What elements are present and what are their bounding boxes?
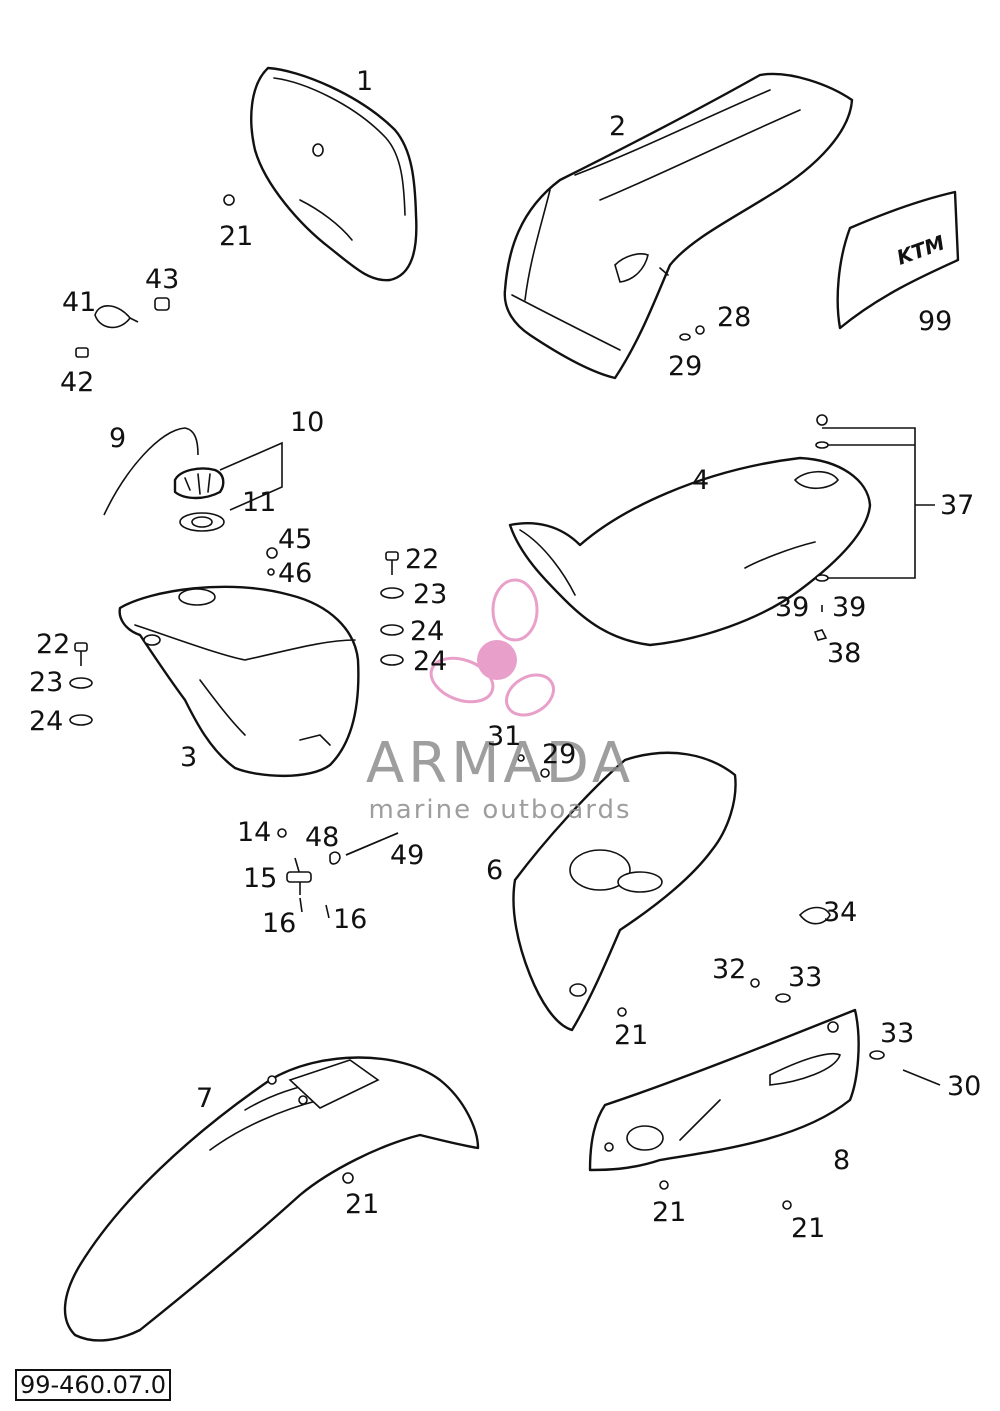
watermark-tagline: marine outboards: [368, 795, 631, 825]
callout-42: 42: [60, 367, 94, 398]
callout-22b: 22: [36, 629, 70, 660]
callout-39a: 39: [775, 592, 809, 623]
watermark: ARMADA marine outboards: [366, 578, 634, 825]
part-2-rear-fender: [503, 72, 854, 380]
callout-43: 43: [145, 264, 179, 295]
callout-3: 3: [180, 742, 197, 773]
callout-24b: 24: [413, 646, 447, 677]
watermark-brand: ARMADA: [366, 731, 634, 796]
part-8-side-number-plate: [588, 325, 941, 1210]
callout-37: 37: [940, 490, 974, 521]
callout-21a: 21: [219, 221, 253, 252]
callout-16b: 16: [333, 904, 367, 935]
callout-7: 7: [196, 1083, 213, 1114]
callout-23a: 23: [413, 579, 447, 610]
part-99-decal: KTM: [836, 190, 960, 330]
part-4-seat: [508, 414, 935, 647]
callout-29a: 29: [668, 351, 702, 382]
callout-21c: 21: [345, 1189, 379, 1220]
callout-31: 31: [487, 721, 521, 752]
callout-34: 34: [823, 897, 857, 928]
callout-99: 99: [918, 306, 952, 337]
callout-46: 46: [278, 558, 312, 589]
callout-29b: 29: [542, 739, 576, 770]
callout-2: 2: [609, 111, 626, 142]
callout-21e: 21: [791, 1213, 825, 1244]
callout-10: 10: [290, 407, 324, 438]
callout-21b: 21: [614, 1020, 648, 1051]
callout-32: 32: [712, 954, 746, 985]
callout-4: 4: [692, 465, 709, 496]
part-10-fuel-cap: [173, 441, 283, 532]
callout-33a: 33: [788, 962, 822, 993]
propeller-logo-icon: [429, 578, 555, 717]
callout-9: 9: [109, 423, 126, 454]
callout-1: 1: [356, 66, 373, 97]
callout-38: 38: [827, 638, 861, 669]
callout-16a: 16: [262, 908, 296, 939]
callout-45: 45: [278, 524, 312, 555]
callout-23b: 23: [29, 667, 63, 698]
part-7-front-fender: [63, 1056, 480, 1342]
diagram-reference-number: 99-460.07.0: [15, 1369, 171, 1401]
hardware-top-left: [75, 194, 235, 358]
callouts: 1 2 3 4 6 7 8 9 10 11 14 15 16 16 21 21 …: [29, 66, 981, 1244]
callout-11: 11: [242, 487, 276, 518]
fuel-tap-parts: [277, 828, 399, 919]
callout-24c: 24: [29, 706, 63, 737]
callout-24a: 24: [410, 616, 444, 647]
callout-39b: 39: [832, 592, 866, 623]
part-6-side-cover: [512, 751, 737, 1032]
callout-28: 28: [717, 302, 751, 333]
callout-49: 49: [390, 840, 424, 871]
callout-33b: 33: [880, 1018, 914, 1049]
callout-48: 48: [305, 822, 339, 853]
part-1-number-plate: [250, 66, 418, 282]
part-3-fuel-tank: [118, 585, 360, 778]
callout-6: 6: [486, 855, 503, 886]
part-9-breather-hose: [103, 427, 199, 516]
callout-14: 14: [237, 817, 271, 848]
callout-30: 30: [947, 1071, 981, 1102]
callout-22a: 22: [405, 544, 439, 575]
callout-21d: 21: [652, 1197, 686, 1228]
callout-41: 41: [62, 287, 96, 318]
tank-hardware: [69, 547, 404, 726]
callout-8: 8: [833, 1145, 850, 1176]
callout-15: 15: [243, 863, 277, 894]
